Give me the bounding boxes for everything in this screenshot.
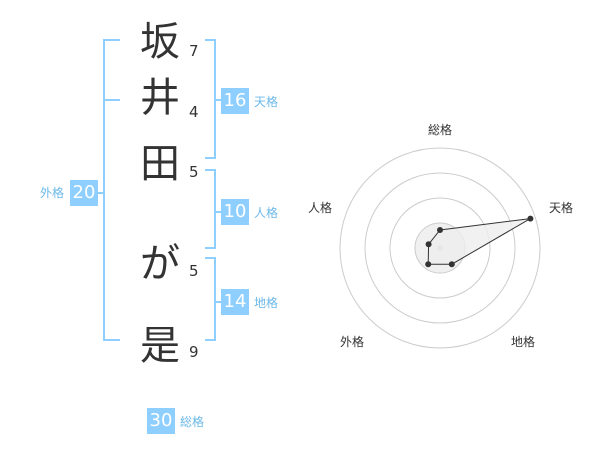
radar-point-2	[527, 215, 534, 222]
radar-points	[425, 215, 534, 268]
soukaku-label: 総格	[180, 415, 205, 429]
jinkaku-badge: 10	[221, 199, 249, 225]
stroke-count-3: 5	[189, 163, 199, 181]
radar-axis-label-tenkaku: 天格	[549, 201, 574, 215]
name-char-3: 田	[140, 141, 180, 187]
chikaku-badge: 14	[221, 289, 249, 315]
radar-axis-label-soukaku: 総格	[428, 123, 453, 137]
soukaku-badge: 30	[147, 408, 175, 434]
tenkaku-badge: 16	[221, 88, 249, 114]
radar-point-5	[425, 241, 432, 248]
name-char-5: 是	[140, 323, 180, 369]
radar-polygon	[427, 218, 531, 265]
chikaku-label: 地格	[254, 296, 279, 310]
jinkaku-bracket	[205, 169, 216, 249]
tenkaku-bracket	[205, 39, 216, 159]
radar-point-3	[448, 261, 455, 268]
radar-ring	[339, 147, 541, 349]
jinkaku-label: 人格	[254, 206, 279, 220]
stroke-count-5: 9	[189, 343, 199, 361]
stroke-count-1: 7	[189, 42, 199, 60]
name-char-1: 坂	[140, 19, 180, 65]
name-char-4: が	[140, 241, 180, 287]
name-char-2: 井	[140, 75, 180, 121]
radar-ring	[364, 172, 516, 324]
radar-ring	[389, 197, 491, 299]
chikaku-bracket	[205, 257, 216, 341]
radar-axis-label-jinkaku: 人格	[308, 201, 333, 215]
radar-point-4	[425, 261, 432, 268]
gaikaku-bracket	[103, 39, 120, 341]
radar-point-1	[437, 227, 443, 233]
tenkaku-label: 天格	[254, 95, 279, 109]
stroke-count-2: 4	[189, 103, 199, 121]
stroke-count-4: 5	[189, 262, 199, 280]
radar-axis-label-gaikaku: 外格	[340, 335, 365, 349]
radar-polygon-group	[427, 218, 531, 265]
radar-axis-label-chikaku: 地格	[511, 335, 536, 349]
gaikaku-label: 外格	[40, 186, 65, 200]
gaikaku-badge: 20	[70, 180, 98, 206]
